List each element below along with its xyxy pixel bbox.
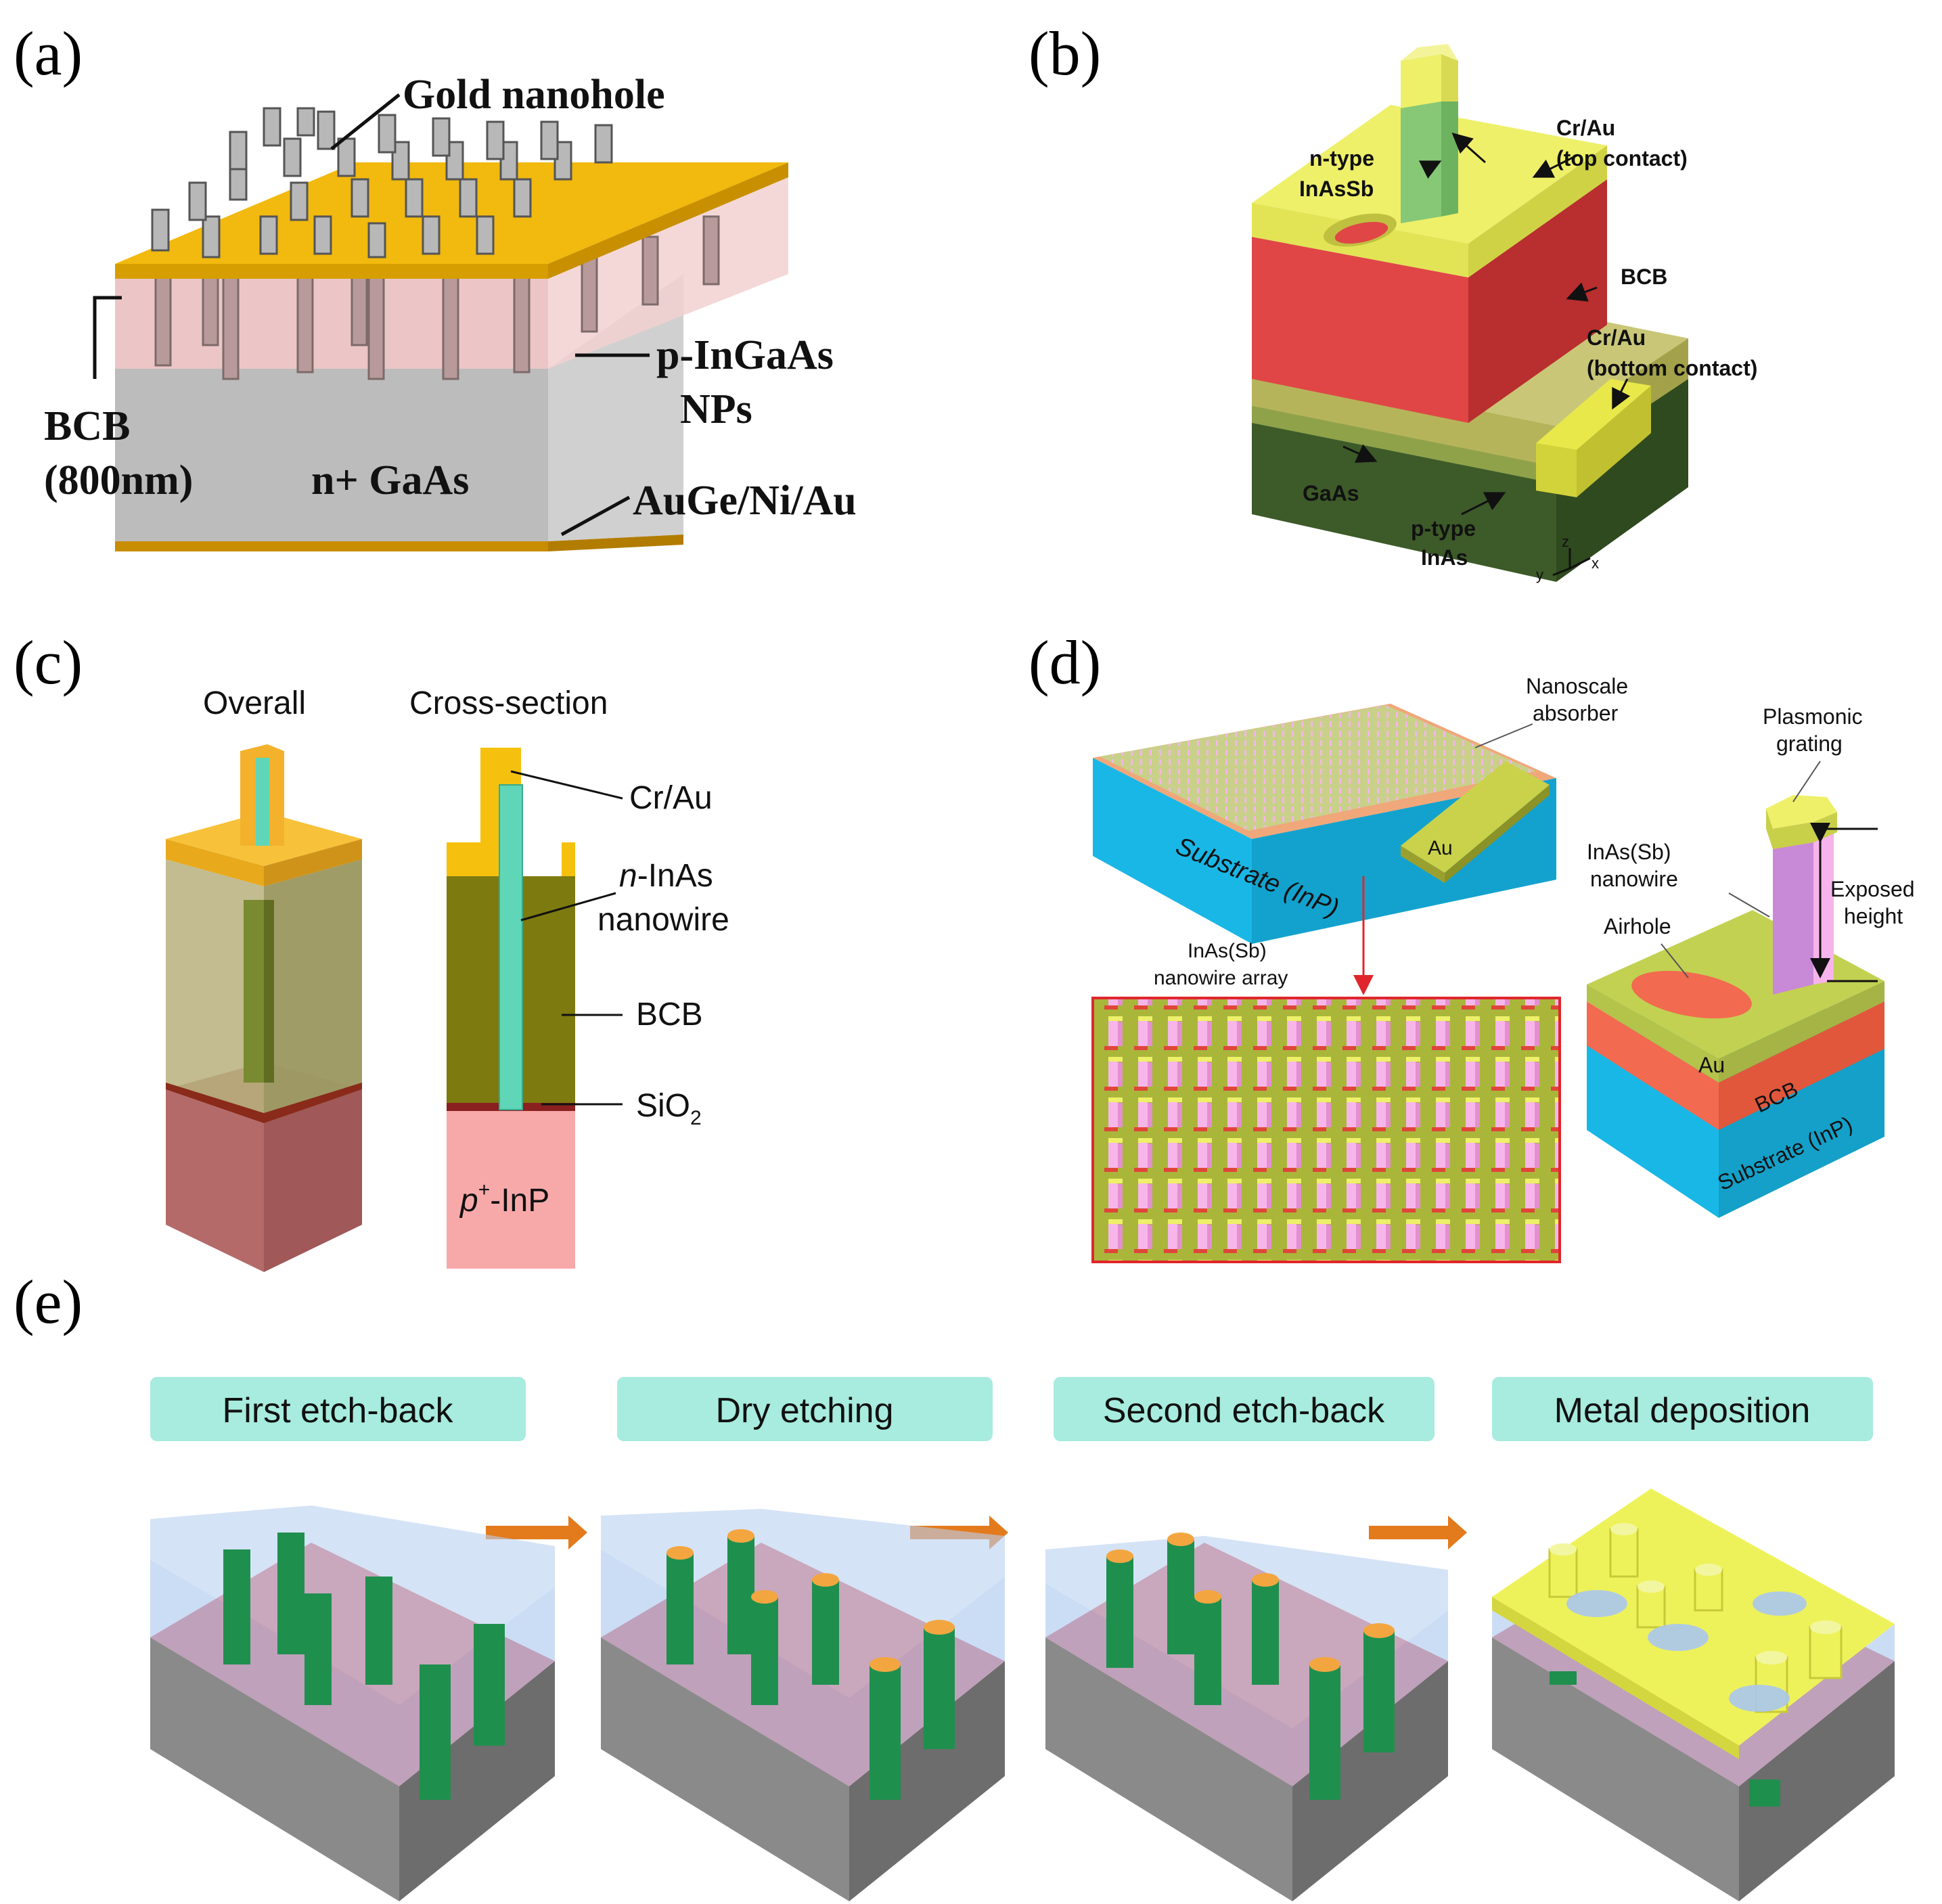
step-2: Dry etching bbox=[617, 1377, 993, 1441]
label-au-pad: Au bbox=[1428, 837, 1453, 859]
label-bcb-b: BCB bbox=[1621, 265, 1667, 289]
label-absorber: absorber bbox=[1533, 701, 1619, 725]
label-inassb-nw: InAs(Sb) bbox=[1587, 840, 1671, 864]
metal-layer bbox=[1492, 1489, 1895, 1746]
label-gaas-b: GaAs bbox=[1303, 481, 1359, 505]
label-grating: grating bbox=[1776, 731, 1843, 756]
axes-icon bbox=[1552, 548, 1591, 576]
label-nanowire-c: nanowire bbox=[597, 902, 729, 938]
step-1: First etch-back bbox=[150, 1377, 526, 1441]
au-pad bbox=[1401, 761, 1550, 873]
bcb-block-side bbox=[1468, 179, 1607, 423]
airhole bbox=[1631, 970, 1752, 1019]
label-airhole: Airhole bbox=[1604, 914, 1671, 938]
substrate-slab-front bbox=[1093, 758, 1252, 944]
label-cross-section: Cross-section bbox=[409, 685, 608, 721]
gold-nanoholes bbox=[151, 107, 613, 258]
label-inassb-array: InAs(Sb) bbox=[1188, 940, 1267, 962]
panel-b: (b) bbox=[1029, 19, 1757, 583]
label-p-ingaas: p-InGaAs bbox=[656, 332, 834, 378]
gaas-front bbox=[115, 369, 548, 541]
np-pillars-below bbox=[154, 215, 720, 380]
label-au-d: Au bbox=[1698, 1053, 1725, 1077]
label-nanoscale: Nanoscale bbox=[1526, 674, 1628, 698]
cross-pinp bbox=[447, 1110, 575, 1269]
step-3-label: Second etch-back bbox=[1103, 1391, 1385, 1430]
label-bottom-contact: (bottom contact) bbox=[1587, 356, 1757, 380]
panel-c: (c) Overall Cross-section Cr/Au n-InAs n… bbox=[14, 628, 729, 1272]
label-ptype: p-type bbox=[1411, 516, 1476, 541]
panel-e: (e) First etch-back Dry etching Second e… bbox=[14, 1267, 1895, 1901]
label-nanowire-array: nanowire array bbox=[1154, 967, 1288, 989]
step-3: Second etch-back bbox=[1054, 1377, 1435, 1441]
label-pinp: p+-InP bbox=[459, 1179, 549, 1219]
label-nanowire-d: nanowire bbox=[1590, 867, 1678, 891]
panel-b-label: (b) bbox=[1029, 19, 1101, 88]
label-n-gaas: n+ GaAs bbox=[311, 457, 469, 503]
block-second-etch-back bbox=[1045, 1533, 1448, 1901]
label-plasmonic: Plasmonic bbox=[1763, 704, 1863, 729]
label-augeniau: AuGe/Ni/Au bbox=[633, 478, 857, 524]
axis-x: x bbox=[1591, 555, 1599, 572]
step-4-label: Metal deposition bbox=[1554, 1391, 1811, 1430]
label-crau-top: Cr/Au bbox=[1556, 116, 1615, 140]
label-inassb: InAsSb bbox=[1299, 177, 1374, 201]
block-metal-deposition bbox=[1492, 1489, 1895, 1901]
label-top-contact: (top contact) bbox=[1556, 146, 1688, 171]
panel-a: (a) bbox=[14, 19, 857, 551]
step-1-label: First etch-back bbox=[223, 1391, 454, 1430]
panel-d: (d) Nanoscale absorber Substrate (InP) A… bbox=[1029, 628, 1915, 1263]
label-overall: Overall bbox=[203, 685, 306, 721]
panel-a-label: (a) bbox=[14, 19, 83, 88]
label-nps: NPs bbox=[680, 386, 752, 432]
plasmonic-grating bbox=[1766, 795, 1837, 829]
label-crau-bottom: Cr/Au bbox=[1587, 325, 1646, 350]
panel-e-label: (e) bbox=[14, 1267, 83, 1336]
block-first-etch-back bbox=[150, 1505, 555, 1901]
label-crau-c: Cr/Au bbox=[629, 780, 713, 816]
bcb-block-front bbox=[1252, 237, 1468, 423]
label-inas: InAs bbox=[1421, 545, 1468, 570]
gaas-side bbox=[548, 274, 683, 541]
panel-d-label: (d) bbox=[1029, 628, 1101, 697]
axis-y: y bbox=[1536, 566, 1543, 583]
block-dry-etching bbox=[601, 1509, 1005, 1901]
panel-c-label: (c) bbox=[14, 628, 83, 697]
cross-nanowire bbox=[499, 785, 522, 1110]
gold-plate-top bbox=[115, 162, 788, 264]
bcb-front bbox=[115, 277, 548, 369]
small-nanowire bbox=[1773, 819, 1813, 995]
label-height: height bbox=[1844, 904, 1903, 928]
label-bcb-thickness: (800nm) bbox=[44, 457, 193, 503]
label-bcb: BCB bbox=[44, 403, 130, 449]
bcb-side bbox=[548, 169, 788, 369]
step-2-label: Dry etching bbox=[716, 1391, 894, 1430]
small-bcb-front bbox=[1587, 1001, 1719, 1130]
step-4: Metal deposition bbox=[1492, 1377, 1873, 1441]
label-ntype: n-type bbox=[1309, 146, 1374, 171]
label-gold-nanohole: Gold nanohole bbox=[403, 72, 665, 118]
axis-z: z bbox=[1562, 533, 1569, 550]
label-sio2: SiO2 bbox=[636, 1088, 702, 1129]
array-inset bbox=[1091, 997, 1561, 1263]
label-n-inas: n-InAs bbox=[619, 858, 713, 894]
label-bcb-c: BCB bbox=[636, 997, 703, 1033]
label-exposed: Exposed bbox=[1830, 877, 1915, 901]
